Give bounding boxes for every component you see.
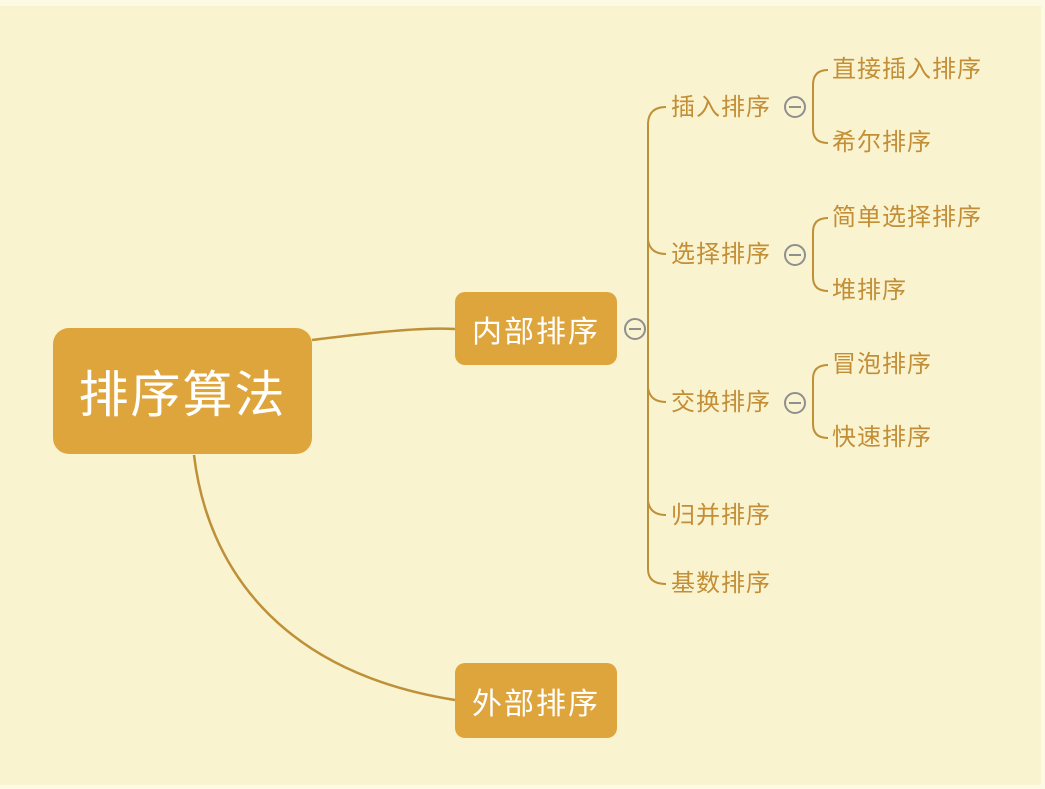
branch-spine-exchange bbox=[812, 364, 829, 439]
node-simple-selection-sort[interactable]: 简单选择排序 bbox=[832, 204, 982, 231]
node-external-sort[interactable]: 外部排序 bbox=[455, 663, 617, 738]
minus-glyph bbox=[789, 254, 801, 256]
node-direct-insertion-sort[interactable]: 直接插入排序 bbox=[832, 56, 982, 83]
window-edge-right bbox=[1041, 0, 1045, 789]
branch-hook-selection bbox=[647, 239, 667, 255]
node-insertion-sort[interactable]: 插入排序 bbox=[671, 94, 771, 121]
branch-spine-internal bbox=[647, 106, 667, 585]
window-edge-top bbox=[0, 0, 1045, 6]
branch-hook-merge bbox=[647, 500, 667, 516]
minus-glyph bbox=[789, 402, 801, 404]
node-radix-sort[interactable]: 基数排序 bbox=[671, 570, 771, 597]
window-edge-bottom bbox=[0, 785, 1045, 789]
branch-spine-selection bbox=[812, 217, 829, 292]
branch-hook-exchange bbox=[647, 387, 667, 403]
collapse-icon-exchange[interactable] bbox=[784, 392, 806, 414]
collapse-icon-internal[interactable] bbox=[624, 318, 646, 340]
node-shell-sort[interactable]: 希尔排序 bbox=[832, 129, 932, 156]
node-quick-sort[interactable]: 快速排序 bbox=[832, 424, 932, 451]
branch-spine-insertion bbox=[812, 69, 829, 144]
node-merge-sort[interactable]: 归并排序 bbox=[671, 502, 771, 529]
node-bubble-sort[interactable]: 冒泡排序 bbox=[832, 351, 932, 378]
node-exchange-sort[interactable]: 交换排序 bbox=[671, 389, 771, 416]
collapse-icon-insertion[interactable] bbox=[784, 96, 806, 118]
minus-glyph bbox=[629, 328, 641, 330]
node-root[interactable]: 排序算法 bbox=[53, 328, 312, 454]
minus-glyph bbox=[789, 106, 801, 108]
connector-root-external bbox=[192, 454, 456, 702]
collapse-icon-selection[interactable] bbox=[784, 244, 806, 266]
node-selection-sort[interactable]: 选择排序 bbox=[671, 241, 771, 268]
node-internal-sort[interactable]: 内部排序 bbox=[455, 292, 617, 365]
node-heap-sort[interactable]: 堆排序 bbox=[832, 277, 907, 304]
connector-root-internal bbox=[311, 327, 456, 342]
